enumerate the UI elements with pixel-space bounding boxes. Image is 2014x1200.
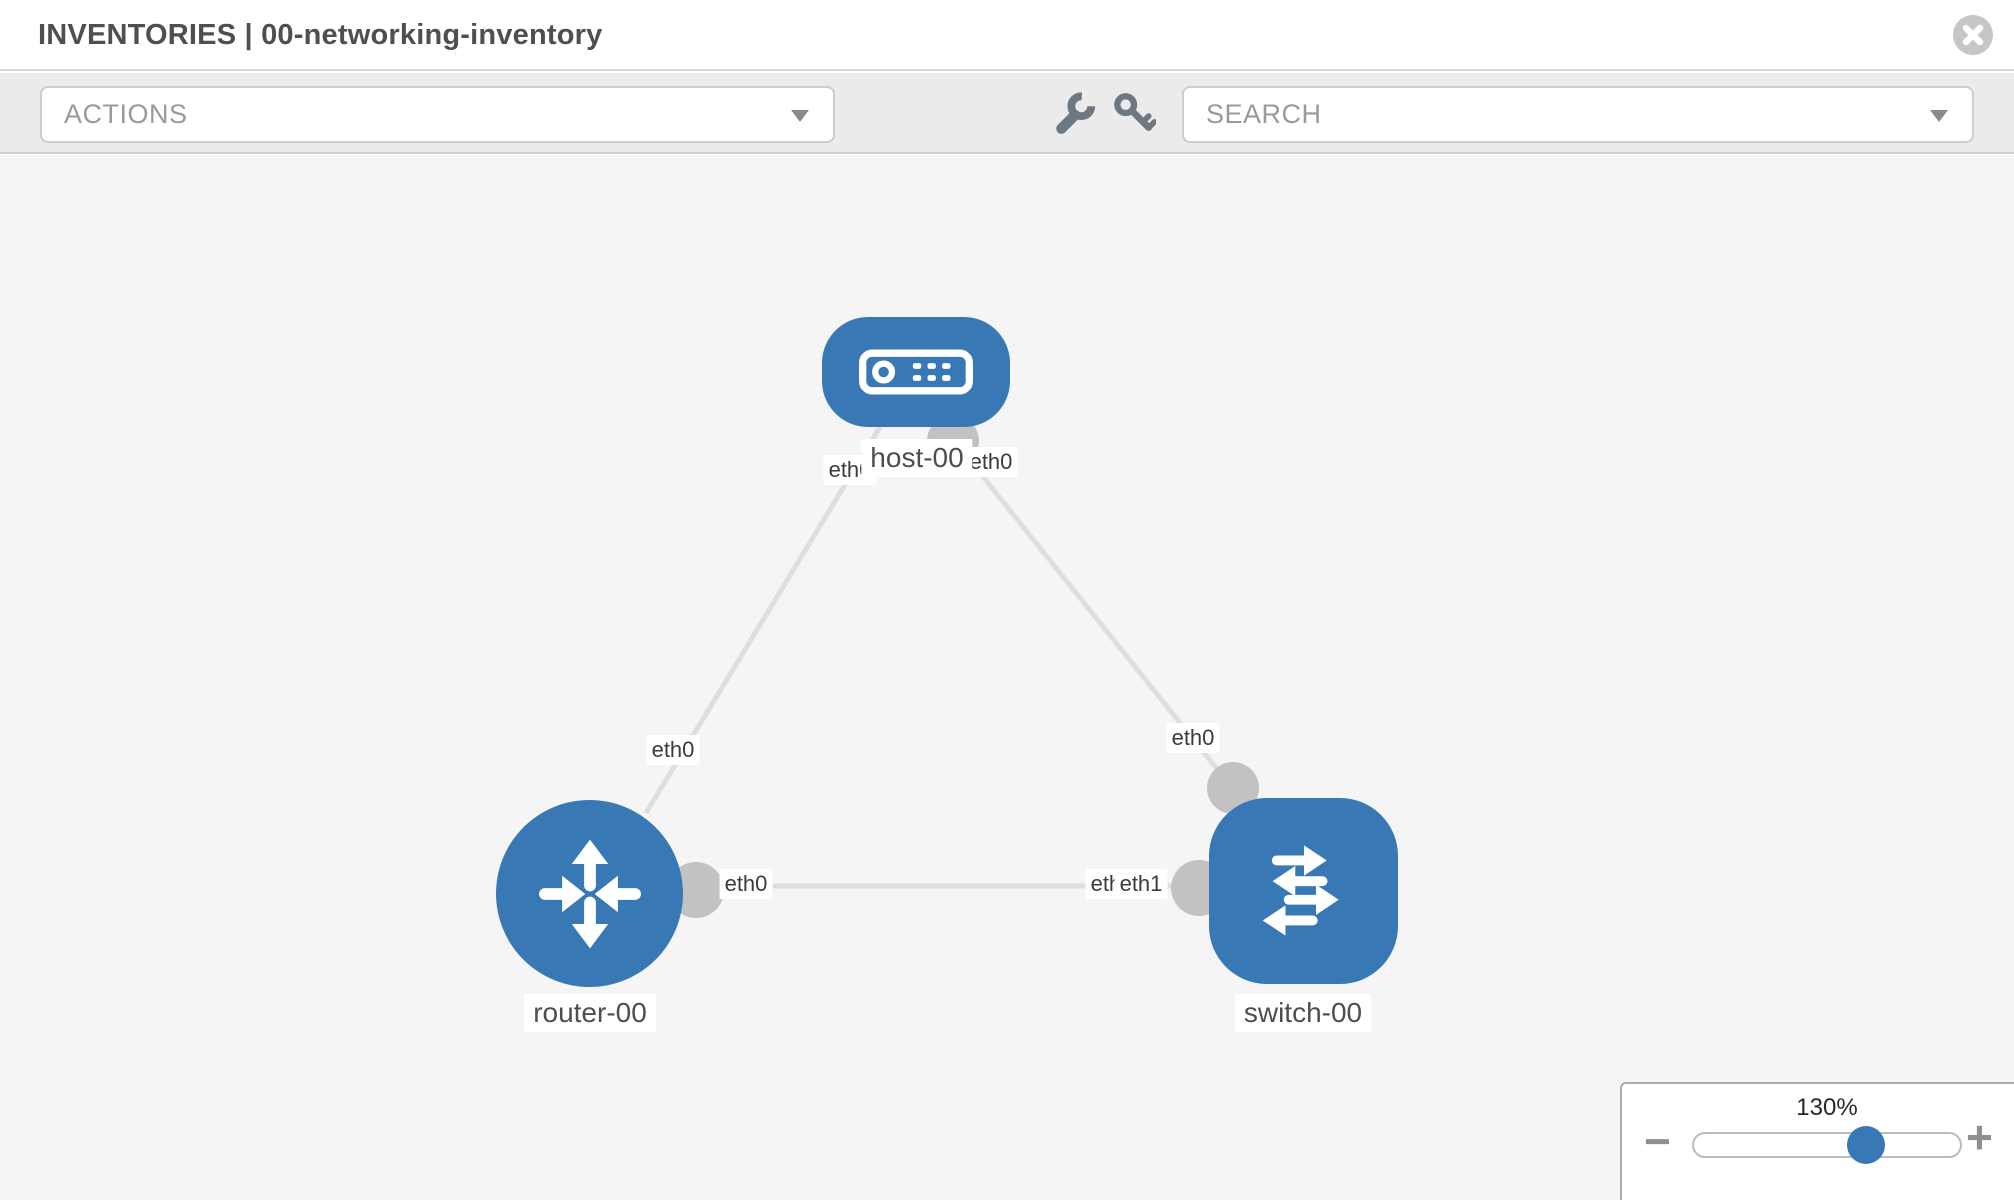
iface-label-switch-top: eth0 xyxy=(1166,723,1220,753)
iface-label-router-top: eth0 xyxy=(646,735,700,765)
actions-dropdown[interactable]: ACTIONS xyxy=(40,86,835,143)
iface-label-router-right: eth0 xyxy=(719,869,773,899)
zoom-slider-track[interactable] xyxy=(1692,1132,1962,1158)
toolbar: ACTIONS SEARCH xyxy=(0,73,2014,154)
node-label-switch: switch-00 xyxy=(1234,994,1372,1032)
credentials-button[interactable] xyxy=(1110,90,1158,136)
close-button[interactable] xyxy=(1952,14,1994,56)
zoom-in-button[interactable]: + xyxy=(1966,1111,1993,1163)
topology-canvas[interactable]: host-00 router-00 switch-00 eth0 eth0 et… xyxy=(0,155,2014,1200)
iface-label-host-right: eth0 xyxy=(964,447,1018,477)
actions-dropdown-label: ACTIONS xyxy=(64,99,188,129)
close-circle-icon xyxy=(1953,15,1993,55)
page-header: INVENTORIES | 00-networking-inventory xyxy=(0,0,2014,71)
zoom-out-button[interactable]: − xyxy=(1644,1115,1671,1167)
zoom-control-panel: 130% − + xyxy=(1620,1082,2014,1200)
router-icon xyxy=(538,839,641,948)
switch-icon xyxy=(1262,845,1339,936)
caret-down-icon xyxy=(1930,110,1948,122)
iface-label-switch-left-eth1: eth1 xyxy=(1114,869,1168,899)
zoom-level-value: 130% xyxy=(1796,1094,1858,1121)
zoom-slider-thumb[interactable] xyxy=(1847,1126,1885,1164)
configure-button[interactable] xyxy=(1052,90,1098,136)
node-label-router: router-00 xyxy=(524,994,656,1032)
key-icon xyxy=(1114,93,1158,132)
node-router-00[interactable] xyxy=(496,800,683,987)
caret-down-icon xyxy=(791,110,809,122)
node-label-host: host-00 xyxy=(861,439,973,477)
node-switch-00[interactable] xyxy=(1209,798,1398,984)
wrench-icon xyxy=(1056,92,1096,134)
host-icon xyxy=(859,349,973,395)
topology-links-layer xyxy=(643,415,1259,918)
page-title: INVENTORIES | 00-networking-inventory xyxy=(38,19,603,51)
search-dropdown[interactable]: SEARCH xyxy=(1182,86,1974,143)
node-host-00[interactable] xyxy=(822,317,1010,427)
search-dropdown-label: SEARCH xyxy=(1206,99,1322,129)
